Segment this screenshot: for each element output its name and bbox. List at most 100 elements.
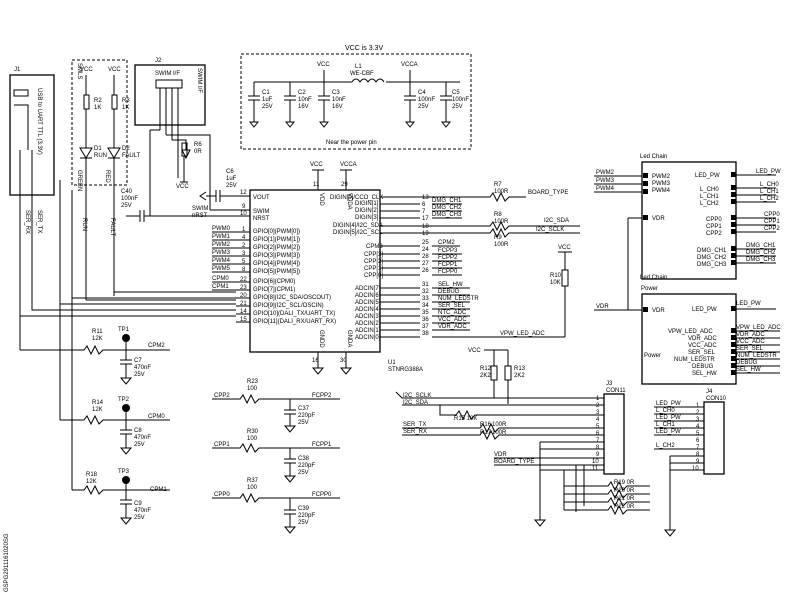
c2-ref: C2 <box>298 90 306 96</box>
svg-text:R3: R3 <box>122 98 130 104</box>
svg-text:PWM2: PWM2 <box>212 242 231 248</box>
svg-text:2K2: 2K2 <box>514 373 525 379</box>
svg-text:220pF: 220pF <box>298 463 315 469</box>
svg-text:PWM4: PWM4 <box>652 188 671 194</box>
svg-text:LED_PW: LED_PW <box>656 401 681 407</box>
svg-text:SEL_HW: SEL_HW <box>736 367 761 373</box>
svg-text:35: 35 <box>422 310 429 316</box>
svg-text:VDR_ADC: VDR_ADC <box>736 332 765 338</box>
svg-text:2K2: 2K2 <box>480 373 491 379</box>
j2-label: SWIM I/F <box>155 71 180 77</box>
connector-j3: J3 CON11 1 2 3 4 5 6 7 8 9 10 11 I2C_SCL… <box>395 381 626 527</box>
svg-text:CPP0: CPP0 <box>214 492 230 498</box>
svg-text:PWM4: PWM4 <box>596 186 615 192</box>
svg-text:NUM_LEDSTR: NUM_LEDSTR <box>438 296 479 302</box>
svg-text:CPM2: CPM2 <box>148 343 165 349</box>
led-section: VCC VCC R2 1K R3 1K D1 RUN D2 FAULT SMLS… <box>71 59 141 300</box>
svg-text:L_CH0: L_CH0 <box>700 187 719 193</box>
svg-text:CPP1: CPP1 <box>706 224 722 230</box>
svg-text:10K: 10K <box>550 280 561 286</box>
svg-text:GPIO[7](CPM1): GPIO[7](CPM1) <box>253 287 295 293</box>
svg-text:220pF: 220pF <box>298 513 315 519</box>
svg-text:20: 20 <box>240 293 247 299</box>
figure-id: GSPG2911161020SG <box>4 533 10 592</box>
resistor-r10: VCC R10 10K <box>550 245 572 338</box>
svg-text:4: 4 <box>242 235 246 241</box>
svg-text:R2: R2 <box>94 98 102 104</box>
svg-text:25V: 25V <box>298 520 309 526</box>
svg-text:L_CH2: L_CH2 <box>656 443 675 449</box>
tp3 <box>122 476 130 484</box>
svg-text:L_CH2: L_CH2 <box>760 196 779 202</box>
j2-ref: J2 <box>155 58 162 64</box>
vcc-led-2: VCC <box>108 67 121 73</box>
svg-text:GPIO[9](I2C_SCL/OSCIN): GPIO[9](I2C_SCL/OSCIN) <box>253 303 324 309</box>
svg-text:LED_PW: LED_PW <box>695 173 720 179</box>
svg-text:R10: R10 <box>550 273 562 279</box>
svg-text:ADCIN[0]: ADCIN[0] <box>355 335 381 341</box>
svg-text:ADCIN[7]: ADCIN[7] <box>355 286 381 292</box>
svg-text:30: 30 <box>340 358 347 364</box>
resistor-r3 <box>111 94 118 110</box>
resistor-r2 <box>83 94 90 110</box>
svg-text:8: 8 <box>596 445 600 451</box>
svg-text:BOARD_TYPE: BOARD_TYPE <box>494 459 534 465</box>
c1-ref: C1 <box>262 90 270 96</box>
svg-text:1: 1 <box>242 227 246 233</box>
svg-text:VPW_LED_ADC: VPW_LED_ADC <box>500 331 545 337</box>
svg-text:10: 10 <box>692 466 699 472</box>
svg-text:DEBUG: DEBUG <box>438 289 460 295</box>
svg-text:DEBUG: DEBUG <box>692 364 714 370</box>
svg-text:18: 18 <box>422 224 429 230</box>
svg-text:4: 4 <box>596 417 600 423</box>
svg-text:R7: R7 <box>494 182 502 188</box>
svg-text:34: 34 <box>422 303 429 309</box>
svg-text:12K: 12K <box>92 336 103 342</box>
svg-text:VDR_ADC: VDR_ADC <box>438 324 467 330</box>
svg-text:PWM0: PWM0 <box>212 226 231 232</box>
svg-text:C8: C8 <box>134 428 142 434</box>
svg-text:DMG_CH2: DMG_CH2 <box>697 255 727 261</box>
svg-text:R20 0R: R20 0R <box>614 488 635 494</box>
svg-text:33: 33 <box>422 296 429 302</box>
svg-text:NUM_LEDSTR: NUM_LEDSTR <box>736 353 777 359</box>
c2-voltage: 16V <box>298 104 309 110</box>
svg-text:VCC_ADC: VCC_ADC <box>688 343 717 349</box>
svg-text:NRST: NRST <box>253 216 270 222</box>
svg-text:LED_PW: LED_PW <box>692 307 717 313</box>
svg-text:VDR_ADC: VDR_ADC <box>688 336 717 342</box>
power-filter-block: VCC is 3.3V Near the power pin VCC VCCA … <box>240 45 472 150</box>
svg-text:ADCIN[1]: ADCIN[1] <box>355 328 381 334</box>
svg-text:C6: C6 <box>226 169 234 175</box>
svg-text:DMG_CH3: DMG_CH3 <box>697 262 727 268</box>
svg-text:VCC: VCC <box>558 245 571 251</box>
svg-text:11: 11 <box>592 466 599 472</box>
svg-text:25V: 25V <box>298 420 309 426</box>
svg-text:CPP2: CPP2 <box>706 231 722 237</box>
svg-text:470nF: 470nF <box>134 365 151 371</box>
svg-text:32: 32 <box>422 289 429 295</box>
svg-text:VOUT: VOUT <box>253 195 270 201</box>
svg-text:GPIO[6](CPM0): GPIO[6](CPM0) <box>253 279 295 285</box>
svg-text:14: 14 <box>240 309 247 315</box>
j1-ref: J1 <box>14 67 21 73</box>
c3-value: 10nF <box>332 97 346 103</box>
svg-text:D1: D1 <box>94 146 102 152</box>
svg-text:5: 5 <box>696 431 700 437</box>
svg-text:19: 19 <box>422 231 429 237</box>
svg-text:7: 7 <box>596 438 600 444</box>
j2-side-label: SWIM I/F <box>196 68 202 93</box>
swim-net: SWIM <box>192 206 208 212</box>
svg-text:DIGIN[4]/I2C_SDA: DIGIN[4]/I2C_SDA <box>333 223 383 229</box>
svg-text:1K: 1K <box>122 105 129 111</box>
svg-text:R12: R12 <box>480 366 492 372</box>
power-block: Power Power VDR VDR LED_PW VPW_LED_ADC V… <box>594 286 781 385</box>
svg-text:VDR: VDR <box>494 452 507 458</box>
filter-caps: C1 1uF 25V C2 10nF 16V C3 10nF 16V C4 10… <box>248 82 469 128</box>
svg-text:CON10: CON10 <box>706 396 727 402</box>
connector-j2: J2 SWIM I/F SWIM I/F SWIM nRST <box>134 58 211 219</box>
svg-text:CPP0: CPP0 <box>764 212 780 218</box>
svg-text:J3: J3 <box>606 381 613 387</box>
svg-text:R16: R16 <box>480 422 492 428</box>
svg-text:100: 100 <box>247 485 258 491</box>
